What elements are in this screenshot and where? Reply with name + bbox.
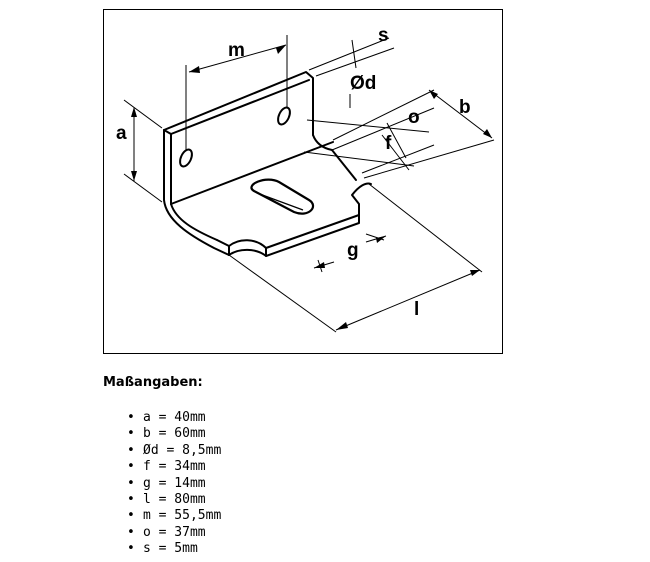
label-f: f: [385, 133, 392, 154]
list-item: • o = 37mm: [127, 525, 221, 541]
label-g: g: [347, 240, 359, 261]
bullet-icon: •: [127, 426, 135, 442]
dimension-labels: a m s Ød o b f g l: [116, 25, 471, 320]
bullet-icon: •: [127, 524, 135, 540]
bullet-icon: •: [127, 541, 135, 557]
bullet-icon: •: [127, 491, 135, 507]
spec-text: b = 60mm: [143, 426, 206, 442]
list-item: • m = 55,5mm: [127, 508, 221, 524]
bullet-icon: •: [127, 459, 135, 475]
spec-text: s = 5mm: [143, 541, 198, 557]
spec-text: Ød = 8,5mm: [143, 442, 222, 458]
list-item: • a = 40mm: [127, 410, 221, 426]
bullet-icon: •: [127, 410, 135, 425]
label-a: a: [116, 123, 127, 144]
hole-marks: [179, 106, 315, 215]
label-b: b: [459, 97, 471, 118]
label-m: m: [228, 40, 245, 61]
specs-list: • a = 40mm • b = 60mm • Ød = 8,5mm • f = 34m…: [127, 410, 221, 558]
spec-text: a = 40mm: [143, 410, 206, 425]
list-item: • Ød = 8,5mm: [127, 443, 221, 459]
specs-heading: Maßangaben:: [103, 375, 203, 390]
spec-text: l = 80mm: [143, 491, 206, 507]
angle-bracket-outline: [163, 71, 372, 257]
spec-text: m = 55,5mm: [143, 508, 222, 524]
spec-text: o = 37mm: [143, 524, 206, 540]
bullet-icon: •: [127, 475, 135, 491]
bracket-drawing: a m s Ød o b f g l: [116, 25, 495, 333]
list-item: • f = 34mm: [127, 459, 221, 475]
dimension-arrows: [131, 45, 492, 330]
label-l: l: [414, 299, 419, 320]
list-item: • g = 14mm: [127, 476, 221, 492]
technical-drawing: a m s Ød o b f g l: [103, 9, 503, 354]
label-d: Ød: [350, 73, 376, 94]
list-item: • s = 5mm: [127, 541, 221, 557]
list-item: • b = 60mm: [127, 426, 221, 442]
label-o: o: [408, 107, 420, 128]
list-item: • l = 80mm: [127, 492, 221, 508]
label-s: s: [378, 25, 389, 46]
bullet-icon: •: [127, 442, 135, 458]
spec-text: f = 34mm: [143, 459, 206, 475]
spec-text: g = 14mm: [143, 475, 206, 491]
bullet-icon: •: [127, 508, 135, 524]
